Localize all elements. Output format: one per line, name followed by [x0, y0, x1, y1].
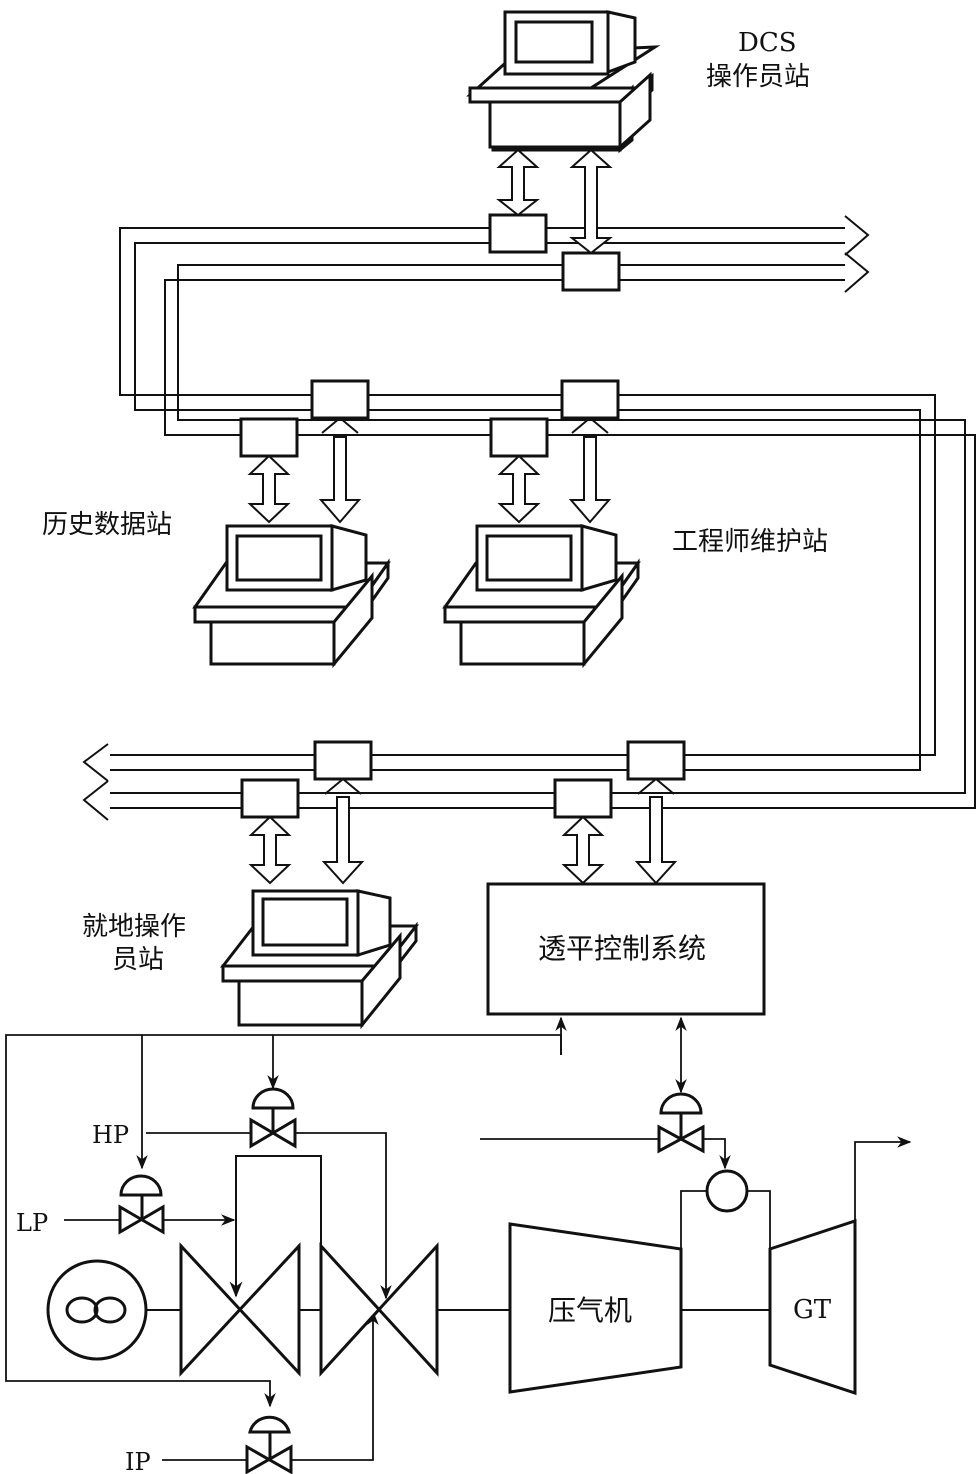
hollow-arrows	[247, 148, 678, 885]
local-operator-label-line2: 员站	[112, 945, 164, 975]
dcs-double-arrow	[496, 148, 540, 217]
engineer-down-arrow	[568, 436, 612, 524]
compressor-icon[interactable]	[508, 1222, 683, 1394]
local-operator-station-icon[interactable]	[219, 889, 420, 1030]
history-data-station-icon[interactable]	[192, 524, 391, 669]
local-up-tip	[324, 777, 362, 795]
lp-control-valve[interactable]	[118, 1174, 165, 1235]
network-bus-a	[82, 215, 936, 782]
dcs-interface-box-a[interactable]	[488, 213, 548, 254]
ip-steam-line	[162, 1310, 379, 1461]
control-down-arrow	[634, 796, 678, 885]
local-operator-label-line1: 就地操作	[82, 912, 186, 942]
turbine-control-system-label: 透平控制系统	[538, 932, 706, 965]
hp-control-valve[interactable]	[249, 1087, 297, 1149]
local-down-arrow	[321, 796, 365, 885]
engineer-double-arrow	[497, 454, 541, 524]
engineer-up-tip	[571, 416, 609, 434]
generator-icon[interactable]	[46, 1259, 148, 1361]
fuel-line	[480, 1138, 731, 1170]
dcs-operator-station-icon[interactable]	[466, 10, 661, 154]
ip-control-valve[interactable]	[245, 1415, 293, 1474]
history-interface-box-b[interactable]	[239, 417, 299, 458]
hp-steam-turbine[interactable]	[179, 1242, 301, 1377]
network-bus-b	[82, 252, 976, 821]
bus-b-left-arrow	[82, 780, 109, 821]
lp-steam-turbine[interactable]	[319, 1242, 439, 1377]
history-double-arrow	[247, 454, 291, 524]
compressor-label: 压气机	[548, 1294, 632, 1327]
combustor-icon[interactable]	[705, 1169, 749, 1213]
bus-b-right-arrow	[844, 252, 870, 293]
history-interface-box-a[interactable]	[310, 379, 370, 420]
engineer-interface-box-b[interactable]	[489, 417, 549, 458]
combustor-to-turbine-line	[747, 1190, 771, 1250]
signal-lines	[5, 1016, 687, 1408]
history-data-station-label: 历史数据站	[42, 510, 172, 540]
control-double-arrow	[561, 815, 605, 885]
history-down-arrow	[318, 436, 362, 524]
dcs-label: DCS	[738, 28, 797, 58]
gas-turbine-icon[interactable]	[768, 1218, 857, 1396]
engineer-station-icon[interactable]	[442, 524, 641, 669]
control-interface-box-a[interactable]	[626, 740, 686, 781]
control-up-tip	[637, 777, 675, 795]
fuel-control-valve[interactable]	[657, 1092, 705, 1154]
hp-steam-line	[146, 1132, 392, 1300]
compressor-to-combustor-line	[680, 1190, 707, 1250]
dcs-operator-label: 操作员站	[706, 62, 810, 92]
ip-label: IP	[125, 1448, 151, 1474]
turbine-control-system-box[interactable]	[486, 882, 766, 1016]
gas-turbine-label: GT	[793, 1295, 832, 1325]
control-interface-box-b[interactable]	[553, 778, 613, 819]
dcs-interface-box-b[interactable]	[561, 251, 621, 292]
engineer-station-label: 工程师维护站	[672, 527, 828, 557]
bus-a-right-arrow	[844, 215, 870, 256]
hp-label: HP	[92, 1121, 129, 1149]
local-interface-box-a[interactable]	[313, 740, 373, 781]
bus-a-left-arrow	[82, 743, 109, 782]
engineer-interface-box-a[interactable]	[560, 379, 620, 420]
dcs-double-arrow-b	[569, 148, 613, 255]
local-interface-box-b[interactable]	[240, 778, 300, 819]
lp-label: LP	[16, 1209, 48, 1237]
local-double-arrow	[248, 815, 292, 885]
history-up-tip	[321, 416, 359, 434]
exhaust-arrow	[854, 1136, 912, 1221]
